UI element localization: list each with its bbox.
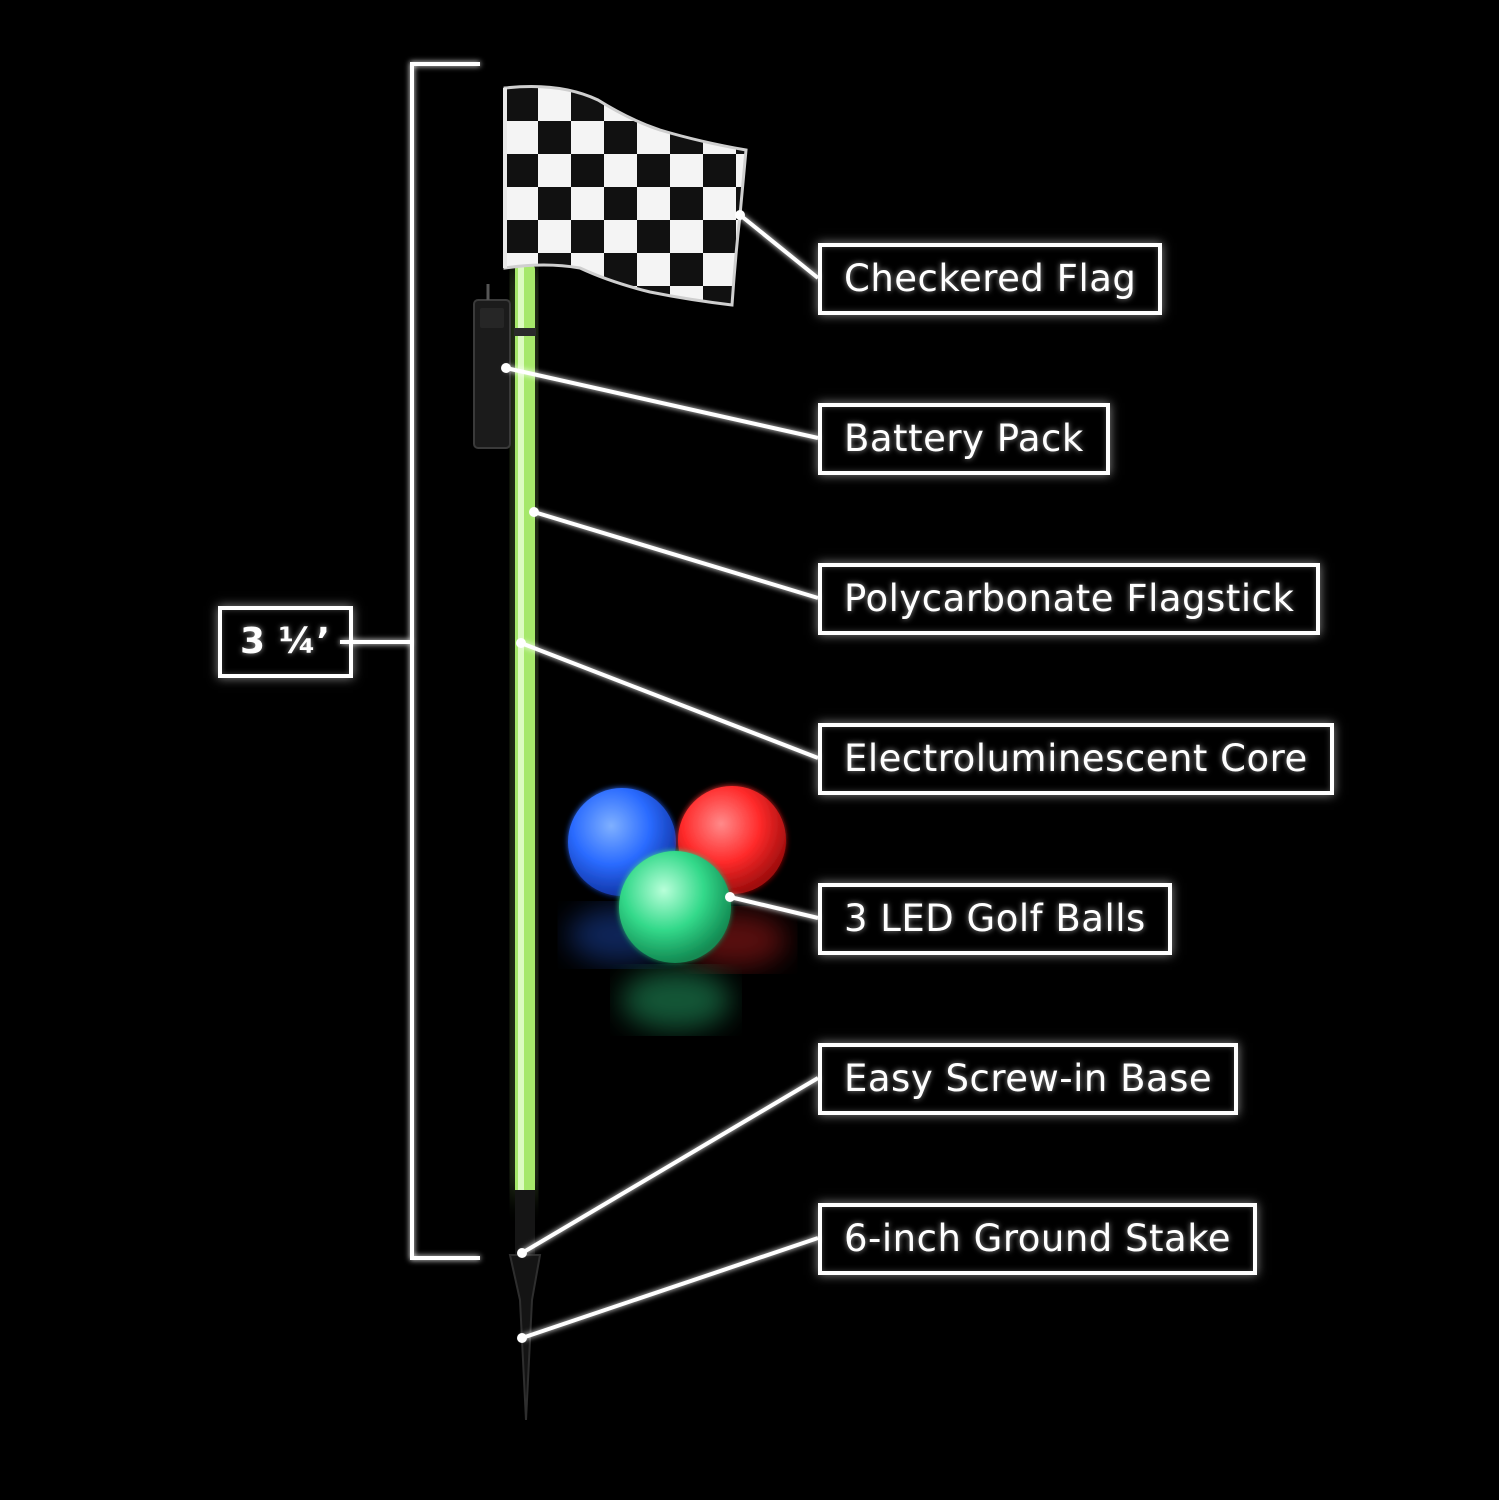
- leader-lines: [505, 213, 820, 1340]
- height-bracket: [340, 62, 480, 1260]
- label-led-golf-balls: 3 LED Golf Balls: [818, 883, 1172, 955]
- label-flagstick: Polycarbonate Flagstick: [818, 563, 1321, 635]
- label-ground-stake: 6-inch Ground Stake: [818, 1203, 1258, 1275]
- leader-dots: [501, 210, 745, 1343]
- label-electroluminescent-core: Electroluminescent Core: [818, 723, 1334, 795]
- label-battery-pack: Battery Pack: [818, 403, 1110, 475]
- battery-pack-icon: [473, 284, 511, 449]
- checkered-flag-icon: [503, 85, 748, 307]
- golf-ball-icon: [619, 851, 731, 963]
- flagstick: [512, 265, 536, 1195]
- height-dimension-label: 3 ¼’: [218, 606, 353, 678]
- label-checkered-flag: Checkered Flag: [818, 243, 1163, 315]
- led-golf-balls: [568, 786, 787, 1030]
- ground-stake-icon: [508, 1190, 542, 1421]
- label-screw-in-base: Easy Screw-in Base: [818, 1043, 1239, 1115]
